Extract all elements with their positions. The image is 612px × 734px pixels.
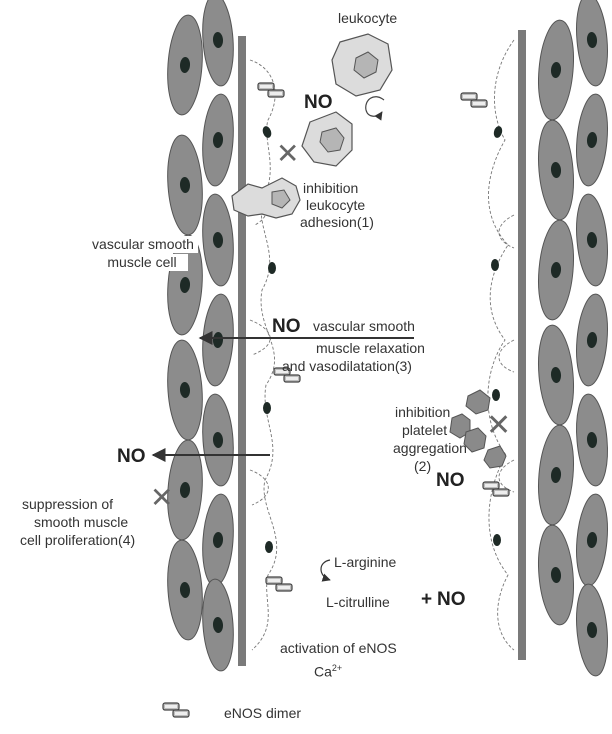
inhibition-x-icon: ✕	[150, 484, 173, 512]
no-label-leukocyte: NO	[304, 92, 333, 114]
no-label-product: NO	[437, 589, 466, 611]
enos-dimer-icon	[266, 577, 292, 591]
legend-enos-dimer-icon	[163, 703, 189, 717]
calcium-symbol: Ca	[314, 664, 332, 680]
suppression-line1: suppression of	[22, 496, 113, 513]
inhibition-x-icon: ✕	[276, 140, 299, 168]
left-smooth-muscle-layer	[165, 0, 237, 672]
right-smooth-muscle-layer	[535, 0, 611, 677]
enos-dimer-icon	[461, 93, 487, 107]
platelet-line4: (2)	[414, 458, 431, 475]
inhibition-x-icon: ✕	[486, 412, 511, 440]
relaxation-line2: muscle relaxation	[316, 340, 425, 357]
enos-dimer-icon	[483, 482, 509, 496]
relaxation-line3: and vasodilatation(3)	[282, 358, 412, 375]
l-arginine-label: L-arginine	[334, 554, 396, 571]
right-vessel-wall	[518, 30, 526, 660]
enos-dimer-icon	[258, 83, 284, 97]
activation-label: activation of eNOS	[280, 640, 397, 657]
no-label-proliferation: NO	[117, 446, 146, 468]
vsmc-label-line2: muscle cell	[96, 254, 188, 271]
inhibition-leukocyte-line1: inhibition	[303, 180, 358, 197]
platelet-line2: platelet	[402, 422, 447, 439]
l-citrulline-label: L-citrulline	[326, 594, 390, 611]
platelet-line1: inhibition	[395, 404, 450, 421]
vsmc-label-line1: vascular smooth	[88, 236, 198, 253]
platelet-line3: aggregation	[393, 440, 467, 457]
left-endothelial-cells	[250, 60, 277, 650]
plus-sign: +	[421, 589, 432, 611]
left-vessel-wall	[238, 36, 246, 666]
legend-enos-dimer-label: eNOS dimer	[224, 705, 301, 722]
leukocyte-label: leukocyte	[338, 10, 397, 27]
relaxation-line1: vascular smooth	[313, 318, 415, 335]
suppression-line3: cell proliferation(4)	[20, 532, 135, 549]
suppression-line2: smooth muscle	[34, 514, 128, 531]
no-label-relaxation: NO	[272, 316, 301, 338]
calcium-label: Ca2+	[314, 660, 342, 681]
inhibition-leukocyte-line3: adhesion(1)	[300, 214, 374, 231]
no-label-platelet: NO	[436, 470, 465, 492]
calcium-charge: 2+	[332, 663, 342, 673]
inhibition-leukocyte-line2: leukocyte	[306, 197, 365, 214]
